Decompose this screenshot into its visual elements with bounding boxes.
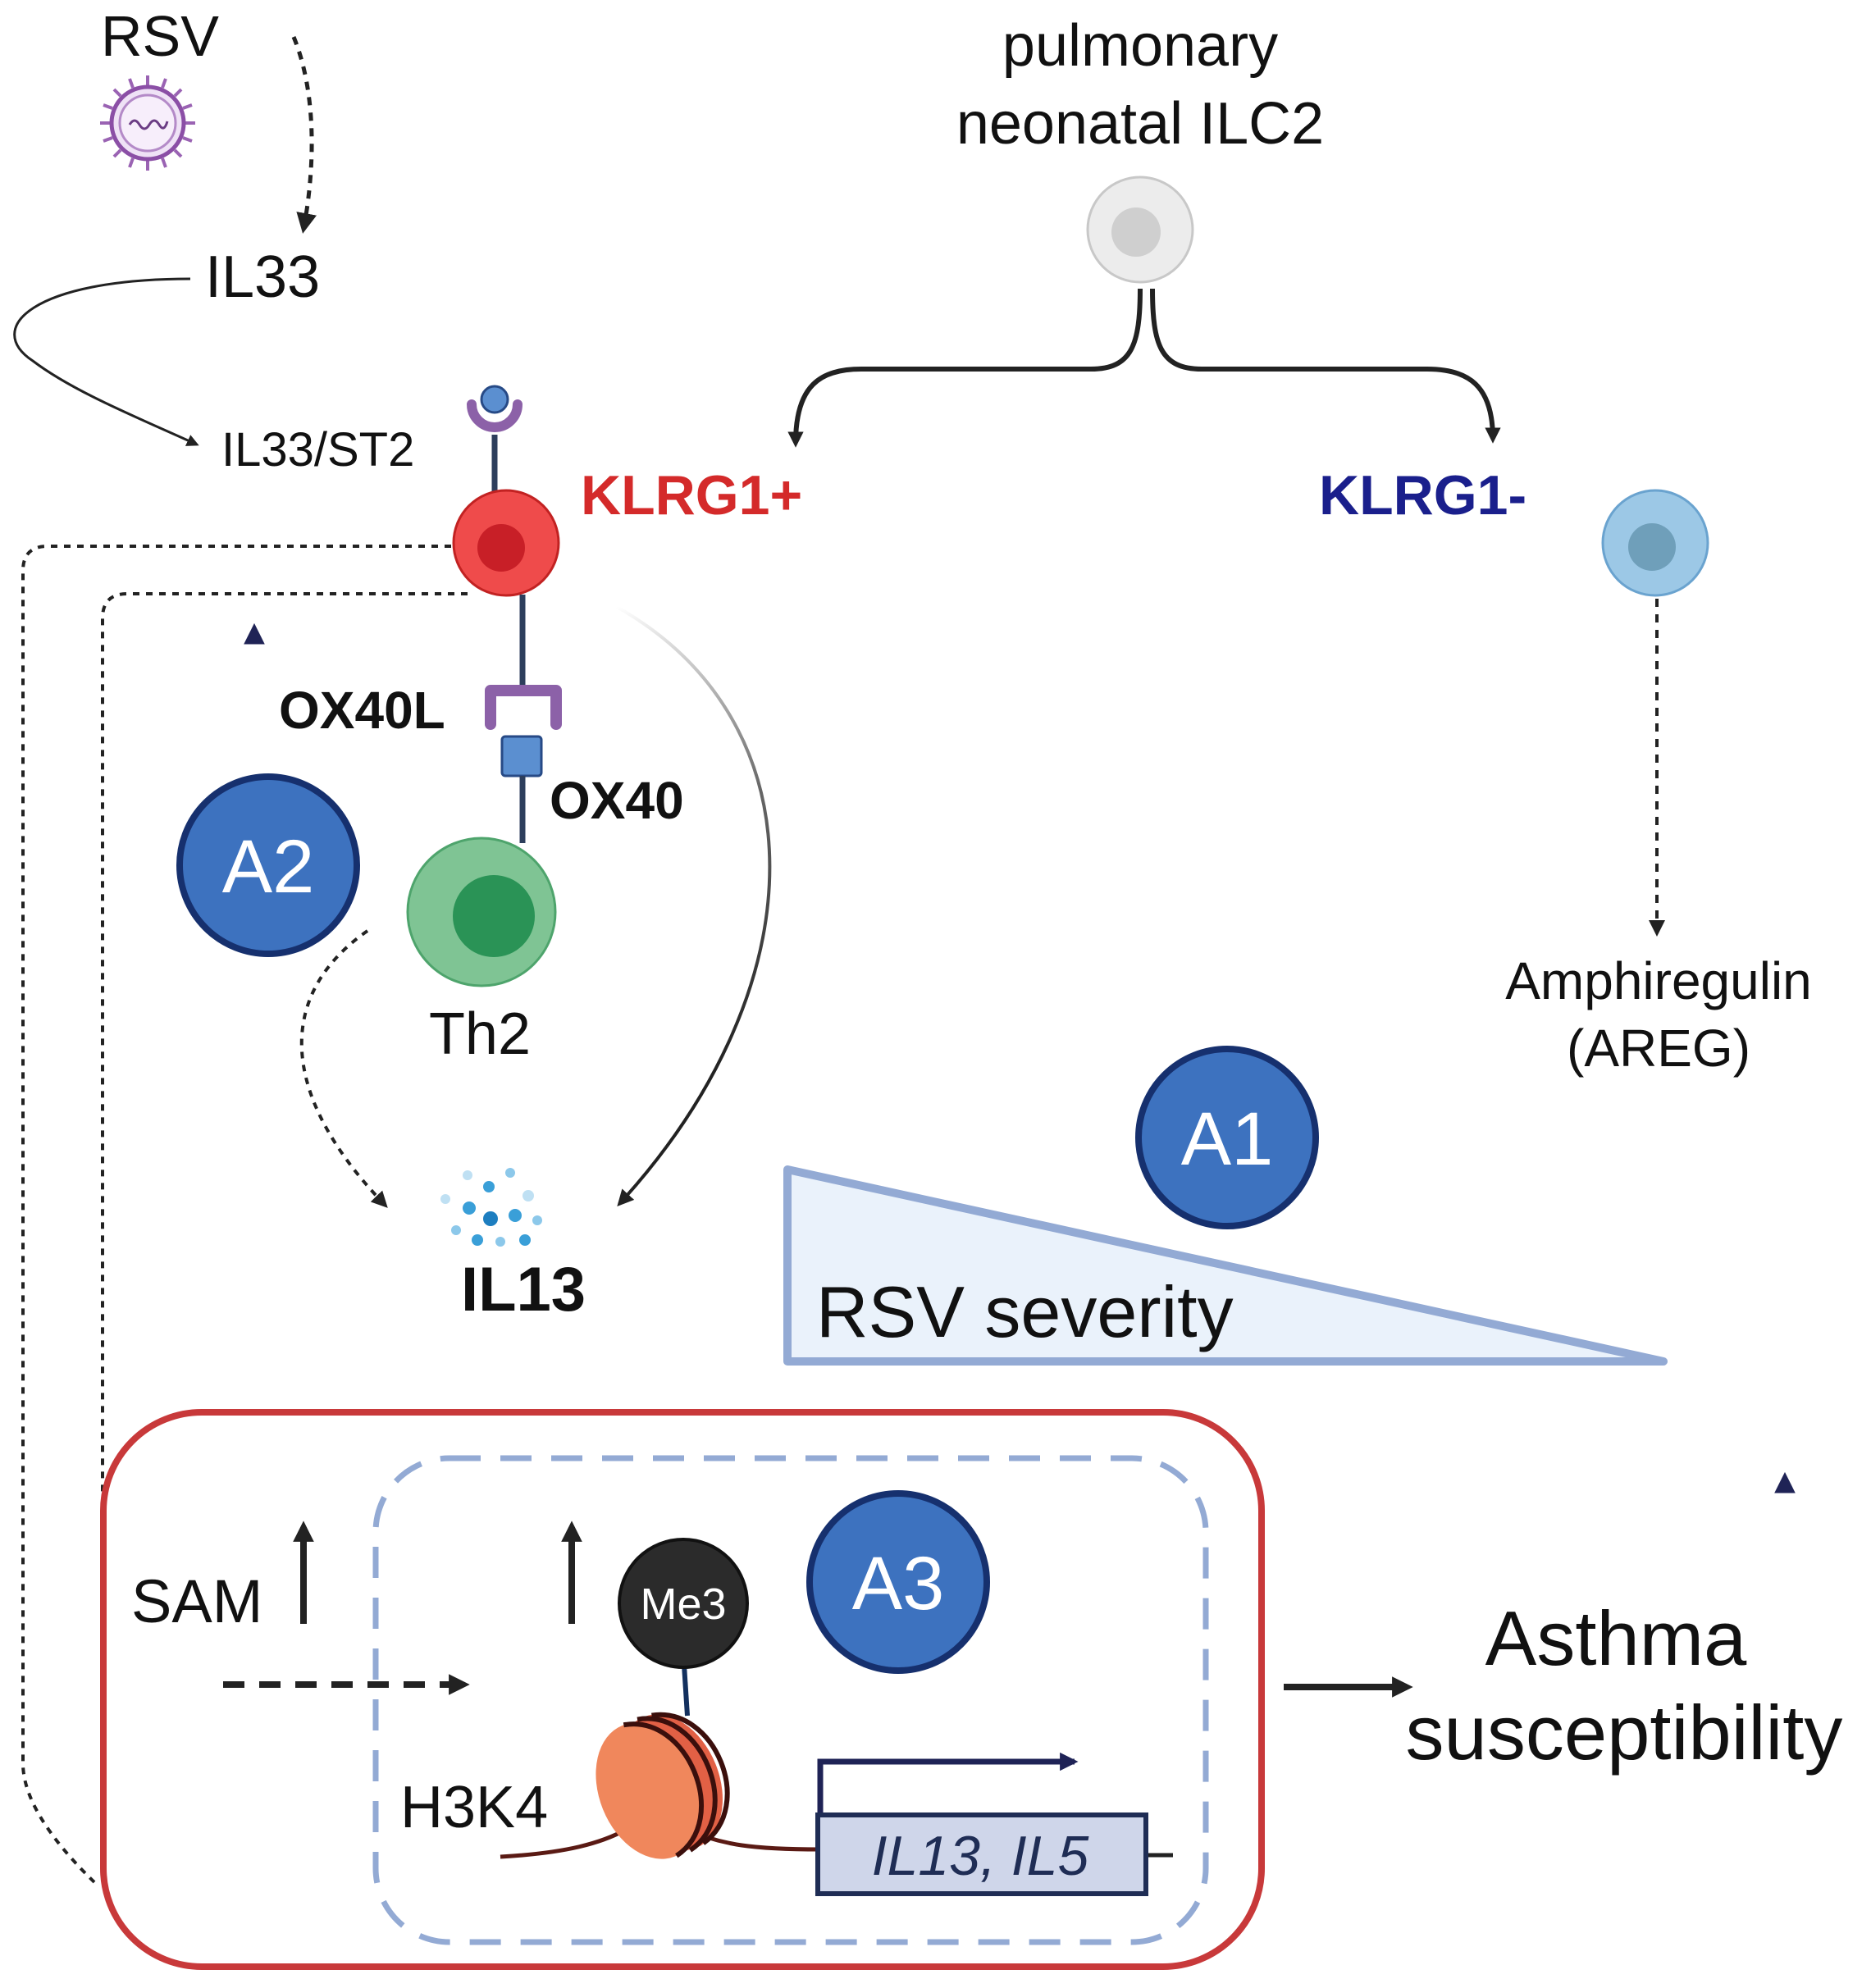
rsv-severity-label: RSV severity [816,1271,1234,1352]
rsv-virus-icon [100,75,195,171]
il33-to-receptor-arrow [13,277,199,446]
ox40-receptor-icon [500,735,543,777]
epigenetic-region-box [100,1409,1265,1970]
il33-st2-label: IL33/ST2 [221,423,414,476]
svg-text:Me3: Me3 [640,1580,726,1629]
transcription-start-arrow [817,1752,1079,1814]
ilc2-split-right-arrow [1150,288,1501,444]
klrg1-pos-label: KLRG1+ [581,464,802,527]
gene-box [815,1812,1148,1896]
asthma-label-line2: susceptibility [1406,1689,1843,1776]
asthma-label-line1: Asthma [1485,1595,1747,1681]
gene-box-label: IL13, IL5 [872,1825,1089,1887]
klrg1-neg-label: KLRG1- [1319,464,1526,527]
feedback-inner-line [101,592,468,1607]
nucleosome-icon [596,1712,730,1859]
rsv-label: RSV [101,4,219,68]
badge-a3: A3 [806,1490,990,1674]
klrg1-neg-cell [1601,489,1709,597]
h3k4-label: H3K4 [400,1775,548,1840]
ilc2-split-left-arrow [787,288,1143,448]
badge-a1: A1 [1135,1046,1319,1229]
il13-cytokine-icon [440,1168,542,1247]
sam-label: SAM [131,1567,262,1635]
areg-label-line2: (AREG) [1567,1019,1750,1078]
ox40-label: OX40 [550,771,684,830]
svg-text:A1: A1 [1181,1097,1274,1181]
me3-mark: Me3 [618,1538,749,1669]
svg-text:A3: A3 [852,1542,945,1626]
il33-label: IL33 [205,244,320,310]
rsv-severity-wedge [783,1165,1668,1366]
areg-label-line1: Amphiregulin [1505,951,1812,1010]
me3-tail [682,1664,690,1717]
ox40l-label: OX40L [279,681,445,740]
ilc2-title-line1: pulmonary [1002,13,1278,79]
th2-to-il13-arrow [299,929,388,1208]
st2-receptor [467,385,523,492]
ilc2-cell [1086,176,1194,284]
klrg1-to-il13-arrow [616,605,772,1206]
rsv-to-il33-arrow [291,36,317,234]
svg-text:A2: A2 [222,825,315,909]
feedback-outer-line [21,545,451,1884]
ox40l-ligand-icon [485,685,562,730]
chromatin-dashed-box [372,1455,1209,1945]
il13-label: IL13 [461,1255,586,1325]
klrg1-pos-cell [452,489,560,597]
th2-cell [406,837,557,987]
ilc2-title-line2: neonatal ILC2 [956,91,1324,157]
badge-a2: A2 [176,773,360,957]
th2-label: Th2 [429,1001,531,1067]
